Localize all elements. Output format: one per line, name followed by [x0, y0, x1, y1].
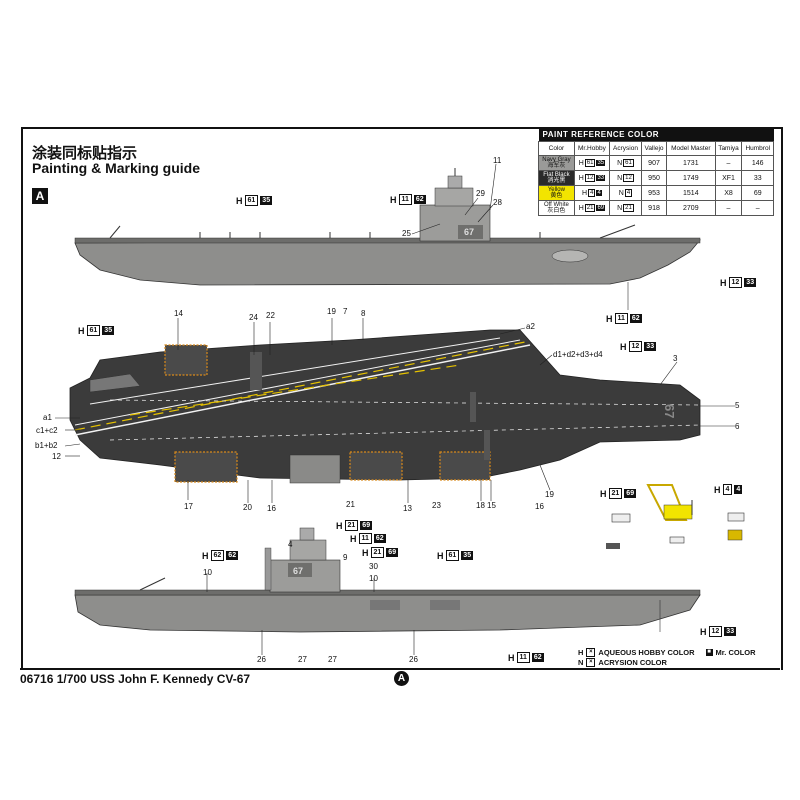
section-badge: A — [32, 188, 48, 204]
part-number: 29 — [476, 189, 485, 198]
part-number: 10 — [369, 574, 378, 583]
part-number: 13 — [403, 504, 412, 513]
part-number: 14 — [174, 309, 183, 318]
part-number: 22 — [266, 311, 275, 320]
hull-number-port: 67 — [293, 566, 303, 576]
hull-number-side: 67 — [464, 227, 474, 237]
footer-title: 06716 1/700 USS John F. Kennedy CV-67 — [20, 672, 251, 686]
flight-deck-view: 67 — [69, 329, 701, 484]
part-number: 8 — [361, 309, 366, 318]
part-number: 28 — [493, 198, 502, 207]
guide-frame — [21, 127, 783, 670]
footer-badge: A — [394, 671, 409, 686]
part-number: 18 — [476, 501, 485, 510]
part-number: a1 — [43, 413, 52, 422]
title-english: Painting & Marking guide — [32, 160, 201, 176]
part-number: 6 — [735, 422, 740, 431]
part-number: 15 — [487, 501, 496, 510]
part-number: 10 — [203, 568, 212, 577]
leader-lines — [55, 163, 735, 655]
ground-vehicles — [606, 484, 745, 549]
bottom-rule — [20, 668, 780, 670]
part-number: 4 — [288, 540, 293, 549]
part-number: 21 — [346, 500, 355, 509]
legend-aqueous: H×AQUEOUS HOBBY COLOR ■Mr. COLOR — [578, 648, 756, 657]
side-view-top: 67 — [74, 168, 701, 310]
part-number: b1+b2 — [35, 441, 58, 450]
part-number: 17 — [184, 502, 193, 511]
part-number: 5 — [735, 401, 740, 410]
part-number: 16 — [267, 504, 276, 513]
part-number: 19 — [545, 490, 554, 499]
part-number: 9 — [343, 553, 348, 562]
part-number: 16 — [535, 502, 544, 511]
part-number: c1+c2 — [36, 426, 58, 435]
part-number: 26 — [257, 655, 266, 664]
part-number: 20 — [243, 503, 252, 512]
part-number: 30 — [369, 562, 378, 571]
part-number: d1+d2+d3+d4 — [553, 350, 603, 359]
hull-number-deck: 67 — [662, 404, 677, 418]
part-number: 27 — [328, 655, 337, 664]
part-number: 26 — [409, 655, 418, 664]
part-number: a2 — [526, 322, 535, 331]
paint-reference-table: PAINT REFERENCE COLOR Color Mr.Hobby Acr… — [538, 128, 774, 216]
part-number: 3 — [673, 354, 678, 363]
part-number: 7 — [343, 307, 348, 316]
title-chinese: 涂装同标贴指示 — [32, 144, 138, 162]
part-number: 23 — [432, 501, 441, 510]
side-view-bottom: 67 — [74, 527, 701, 633]
legend-acrysion: N×ACRYSION COLOR — [578, 658, 667, 667]
part-number: 24 — [249, 313, 258, 322]
part-number: 27 — [298, 655, 307, 664]
part-number: 25 — [402, 229, 411, 238]
paint-table-title: PAINT REFERENCE COLOR — [538, 128, 774, 142]
part-number: 12 — [52, 452, 61, 461]
part-number: 11 — [493, 156, 502, 165]
part-number: 19 — [327, 307, 336, 316]
